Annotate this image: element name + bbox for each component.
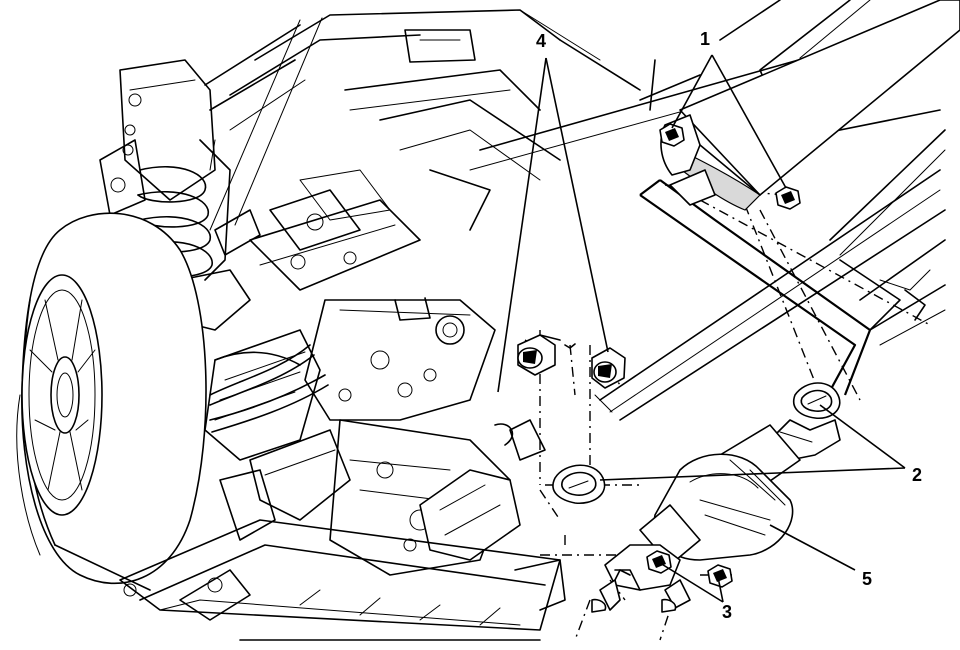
- gasket-lower: [552, 464, 606, 504]
- callout-3: 3: [722, 602, 733, 622]
- front-tire: [16, 212, 207, 591]
- exhaust-hanger-frame: [639, 179, 872, 401]
- callout-5: 5: [862, 569, 873, 589]
- insulator-right: [591, 347, 626, 389]
- callout-2: 2: [912, 465, 923, 485]
- wheel-rim: [21, 274, 103, 516]
- nut-lower-left: [646, 550, 672, 574]
- nut-upper-left: [659, 123, 685, 147]
- engine-subframe: [204, 297, 546, 576]
- lower-crossmember: [119, 519, 566, 641]
- rear-exhaust-pipe: [660, 0, 960, 211]
- callout-1: 1: [700, 29, 711, 49]
- item-4-insulators: [517, 334, 626, 389]
- insulator-left: [517, 334, 561, 376]
- item-1-nuts: [659, 123, 801, 210]
- item-2-gaskets: [552, 382, 841, 504]
- nut-lower-right: [707, 564, 733, 588]
- leader-lines: [497, 54, 906, 603]
- callout-4: 4: [536, 31, 547, 51]
- nut-upper-right: [775, 186, 801, 210]
- gasket-upper: [793, 382, 841, 420]
